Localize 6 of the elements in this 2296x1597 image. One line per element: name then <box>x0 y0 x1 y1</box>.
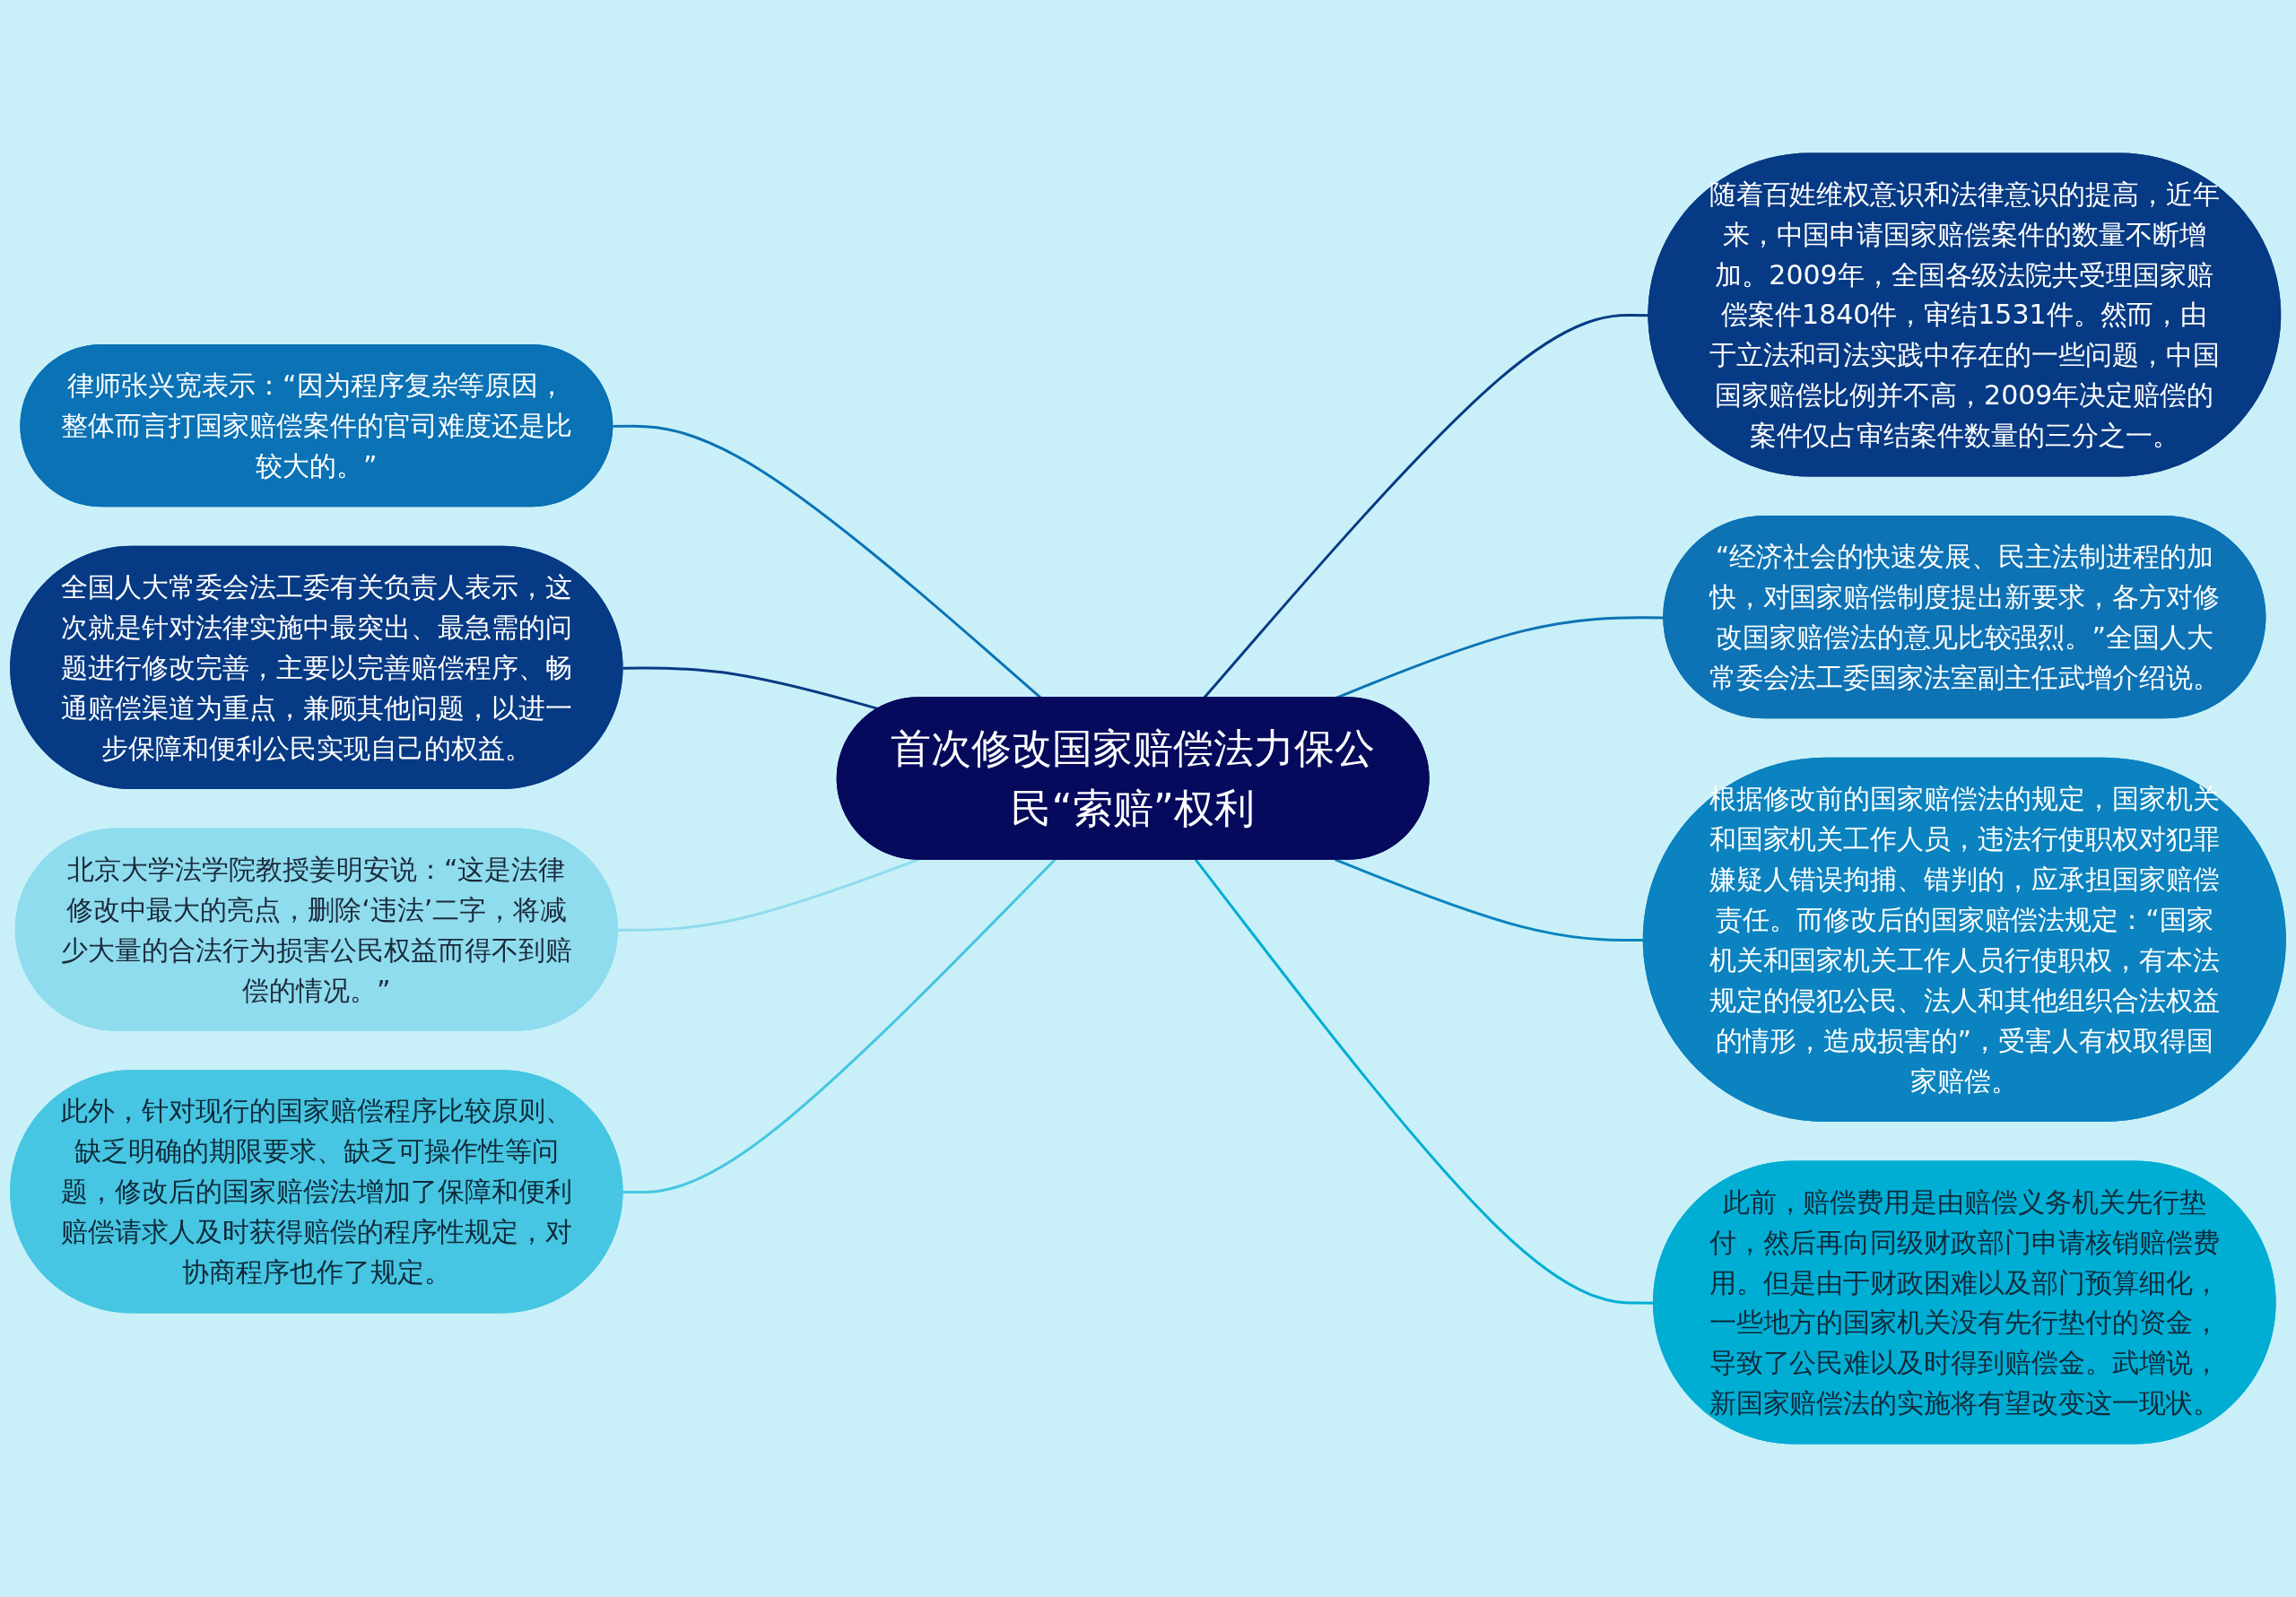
connector <box>1194 858 1655 1305</box>
connector <box>1202 314 1649 699</box>
connector <box>613 424 1043 699</box>
connector <box>622 666 880 711</box>
connector <box>617 858 919 932</box>
connector <box>622 858 1057 1194</box>
